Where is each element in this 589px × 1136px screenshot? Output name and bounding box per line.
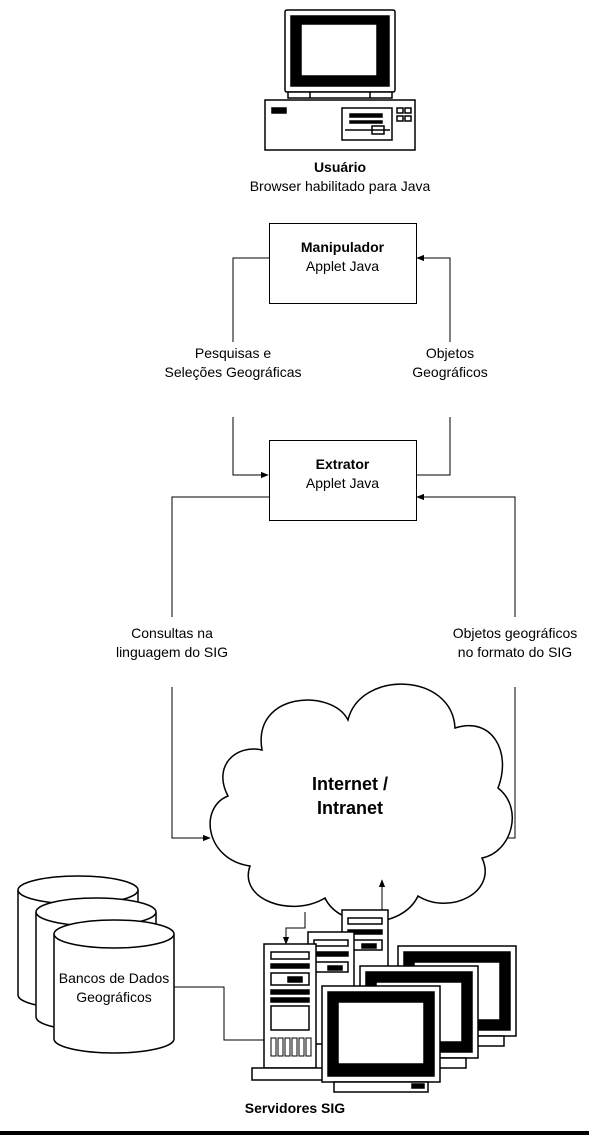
network-line1: Internet / xyxy=(311,774,388,794)
flow-sig-queries-label: Consultas na linguagem do SIG xyxy=(92,624,252,662)
bottom-rule xyxy=(0,1131,589,1135)
flow-queries-line2: Seleções Geográficas xyxy=(164,364,302,380)
database-icon xyxy=(17,875,175,1054)
connector-objects-right xyxy=(415,254,451,476)
manipulador-subtitle: Applet Java xyxy=(305,258,380,274)
extrator-title: Extrator xyxy=(315,456,370,472)
database-line2: Geográficos xyxy=(76,989,152,1005)
servers-label: Servidores SIG xyxy=(220,1099,370,1118)
flow-sig-objects-label: Objetos geográficos no formato do SIG xyxy=(425,624,589,662)
connector-sig-queries xyxy=(171,496,270,842)
flow-objects-line1: Objetos xyxy=(425,345,475,361)
flow-sig-objects-line2: no formato do SIG xyxy=(457,644,573,660)
connector-servers xyxy=(282,879,386,945)
connector-queries-left xyxy=(232,257,270,479)
flow-objects-line2: Geográficos xyxy=(412,364,488,380)
user-title: Usuário xyxy=(313,159,367,175)
database-line1: Bancos de Dados xyxy=(58,970,170,986)
extrator-subtitle: Applet Java xyxy=(305,475,380,491)
flow-queries-label: Pesquisas e Seleções Geográficas xyxy=(143,344,323,382)
flow-queries-line1: Pesquisas e xyxy=(194,345,272,361)
flow-sig-objects-line1: Objetos geográficos xyxy=(452,625,578,641)
internet-cloud-icon xyxy=(209,683,513,923)
manipulador-title: Manipulador xyxy=(300,239,385,255)
flow-objects-label: Objetos Geográficos xyxy=(380,344,520,382)
flow-sig-queries-line1: Consultas na xyxy=(131,625,213,641)
user-label: Usuário Browser habilitado para Java xyxy=(190,158,490,196)
user-subtitle: Browser habilitado para Java xyxy=(249,178,431,194)
servers-icon xyxy=(251,909,517,1093)
servers-title: Servidores SIG xyxy=(244,1100,346,1116)
database-label: Bancos de Dados Geográficos xyxy=(54,969,174,1007)
user-computer-icon xyxy=(264,9,416,151)
flow-sig-queries-line2: linguagem do SIG xyxy=(115,644,229,660)
manipulador-box: Manipulador Applet Java xyxy=(269,223,417,304)
network-label: Internet / Intranet xyxy=(270,772,430,820)
network-line2: Intranet xyxy=(316,798,383,818)
extrator-box: Extrator Applet Java xyxy=(269,440,417,521)
connector-database xyxy=(174,986,264,1041)
